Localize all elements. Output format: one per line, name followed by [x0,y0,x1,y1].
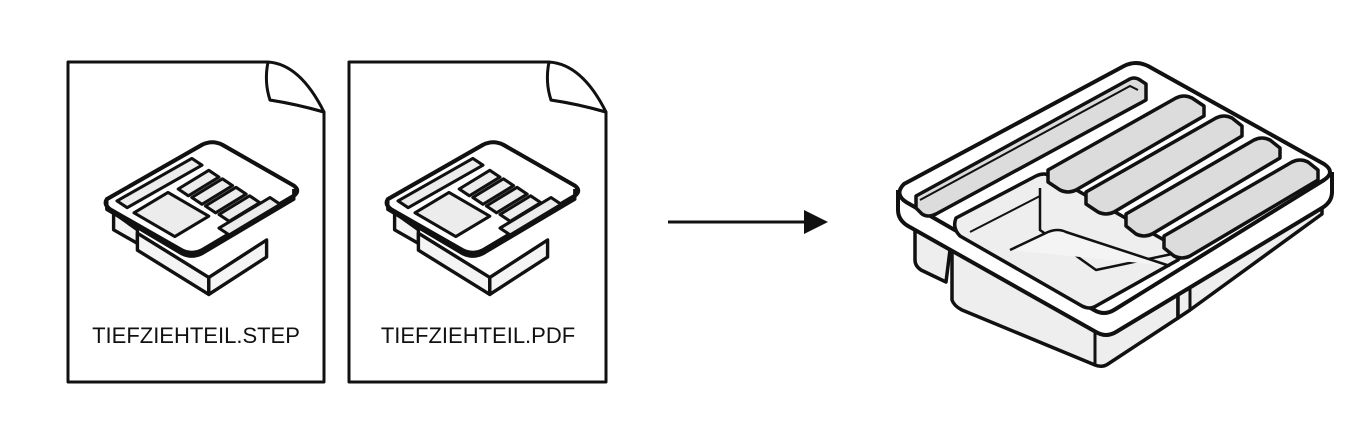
cutlery-tray-icon [896,61,1334,369]
file-label-pdf: TIEFZIEHTEIL.PDF [381,323,575,348]
file-card-pdf: TIEFZIEHTEIL.PDF [347,60,608,384]
arrow-right-icon [668,210,828,234]
page-curl-icon [545,60,608,114]
file-label-step: TIEFZIEHTEIL.STEP [92,323,300,348]
file-card-step: TIEFZIEHTEIL.STEP [66,60,326,384]
page-curl-icon [264,60,326,114]
